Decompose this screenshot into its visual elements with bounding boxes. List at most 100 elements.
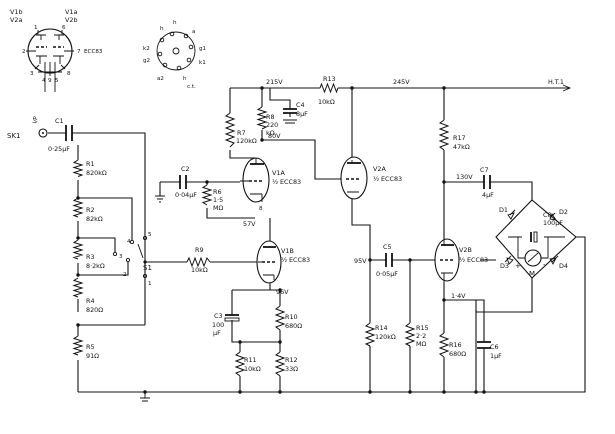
resistor-r16: R16 680Ω xyxy=(438,332,466,358)
v1a-name: V1A xyxy=(272,169,285,177)
r2-ref: R2 xyxy=(86,206,95,214)
input-jack: SK1 I/P xyxy=(7,116,48,140)
base-label-h3: h xyxy=(183,76,187,82)
base-label-k2: k2 xyxy=(143,46,150,52)
pin-8: 8 xyxy=(67,71,71,77)
r12-value: 33Ω xyxy=(285,365,298,373)
r4-ref: R4 xyxy=(86,297,95,305)
resistor-r3: R3 8·2kΩ xyxy=(72,239,105,270)
r12-ref: R12 xyxy=(285,356,298,364)
capacitor-c2: C2 0·04µF xyxy=(175,165,197,199)
pinout-ecc83-top-view: V1b V2a V1a V2b 1 6 2 7 3 8 4 9 5 ECC83 xyxy=(10,8,103,92)
resistor-r13: R13 10kΩ xyxy=(318,75,339,106)
c5-ref: C5 xyxy=(383,243,392,251)
r2-value: 82kΩ xyxy=(86,215,103,223)
r15-value: 2·2 xyxy=(416,332,426,340)
r4-value: 820Ω xyxy=(86,306,103,314)
v1a-half: ½ xyxy=(272,178,278,186)
rail-215v: 215V xyxy=(266,78,283,86)
pinout-label-v2a: V2a xyxy=(10,16,22,24)
diode-d4: D4 xyxy=(559,262,568,270)
c8-ref: C8 xyxy=(543,211,552,219)
diode-d2: D2 xyxy=(559,208,568,216)
v1b-type: ECC83 xyxy=(289,256,310,264)
r5-ref: R5 xyxy=(86,343,95,351)
v2a-half: ½ xyxy=(373,175,379,183)
c7-value: 4µF xyxy=(482,191,494,199)
resistor-r1: R1 820kΩ xyxy=(72,159,107,177)
s1-pos-1: 1 xyxy=(148,281,152,287)
rail-ht1: H.T.1 xyxy=(548,78,564,86)
c4-ref: C4 xyxy=(296,101,305,109)
r11-value: 10kΩ xyxy=(244,365,261,373)
capacitor-c5: C5 0·05µF xyxy=(376,243,398,278)
r15-value-unit: MΩ xyxy=(416,340,427,348)
rail-245v: 245V xyxy=(393,78,410,86)
s1-label: S1 xyxy=(143,264,152,272)
junction-dots xyxy=(76,86,486,394)
input-ip-label: I/P xyxy=(32,116,39,124)
pin-6: 6 xyxy=(62,25,66,31)
resistor-r10: R10 680Ω xyxy=(274,305,302,331)
pinout-label-v1a: V1a xyxy=(65,8,77,16)
resistor-r11: R11 10kΩ xyxy=(234,351,261,377)
r7-value: 120kΩ xyxy=(236,137,257,145)
c3-value-unit: µF xyxy=(213,329,221,337)
v1b-half: ½ xyxy=(281,256,287,264)
s1-pos-3: 3 xyxy=(119,254,123,260)
c5-value: 0·05µF xyxy=(376,270,398,278)
capacitor-c6: C6 1µF xyxy=(477,341,502,360)
r9-value: 10kΩ xyxy=(191,266,208,274)
switch-s1[interactable]: 4 3 2 5 1 S1 xyxy=(112,232,152,287)
r15-ref: R15 xyxy=(416,324,429,332)
resistor-r17: R17 47kΩ xyxy=(438,119,470,151)
s1-pos-4: 4 xyxy=(127,239,131,245)
capacitor-c7: C7 4µF xyxy=(480,166,494,199)
v2b-half: ½ xyxy=(459,256,465,264)
r10-value: 680Ω xyxy=(285,322,302,330)
base-label-k1: k1 xyxy=(199,60,206,66)
r7-ref: R7 xyxy=(237,129,246,137)
v1a-pin8: 8 xyxy=(259,206,263,212)
r1-value: 820kΩ xyxy=(86,169,107,177)
c6-value: 1µF xyxy=(490,352,502,360)
pin-1: 1 xyxy=(34,25,38,31)
diode-d1: D1 xyxy=(499,206,508,214)
c6-ref: C6 xyxy=(490,343,499,351)
r17-value: 47kΩ xyxy=(453,143,470,151)
base-label-ct: c.t. xyxy=(187,84,196,90)
resistor-r8: R8 220 kΩ xyxy=(256,106,278,137)
pin-7: 7 xyxy=(77,49,81,55)
resistor-r14: R14 120kΩ xyxy=(364,322,396,347)
pinout-tube-type: ECC83 xyxy=(84,49,103,55)
r5-value: 91Ω xyxy=(86,352,99,360)
r14-ref: R14 xyxy=(375,324,388,332)
wiring xyxy=(48,84,586,402)
tube-v1b: V1B ½ ECC83 xyxy=(256,240,310,284)
pinout-label-v2b: V2b xyxy=(65,16,78,24)
resistor-r5: R5 91Ω xyxy=(72,335,99,360)
pin-4: 4 xyxy=(42,78,46,84)
v1b-name: V1B xyxy=(281,247,294,255)
rail-57v: 57V xyxy=(243,220,256,228)
v2a-type: ECC83 xyxy=(381,175,402,183)
c1-value: 0·25µF xyxy=(48,145,70,153)
base-label-h2: h xyxy=(173,20,177,26)
pin-3: 3 xyxy=(30,71,34,77)
c7-ref: C7 xyxy=(480,166,489,174)
rail-95v: 95V xyxy=(354,257,367,265)
r16-value: 680Ω xyxy=(449,350,466,358)
c8-value: 100µF xyxy=(543,219,563,227)
rail-96v: 96V xyxy=(276,288,289,296)
capacitor-c3: C3 100 µF xyxy=(212,312,240,337)
base-label-a1: a xyxy=(192,29,195,35)
v1a-type: ECC83 xyxy=(280,178,301,186)
pinout-ecc83-base-view: h h a k2 g1 g2 k1 a2 h c.t. xyxy=(143,20,207,90)
meter-minus: - xyxy=(543,261,546,269)
meter-bridge: D1 D2 D3 D4 M + - C8 100µF xyxy=(499,206,568,278)
pin-9: 9 xyxy=(48,78,52,84)
r8-value-unit: kΩ xyxy=(266,129,275,137)
r16-ref: R16 xyxy=(449,341,462,349)
r6-ref: R6 xyxy=(213,188,222,196)
c4-value: 8µF xyxy=(296,110,308,118)
